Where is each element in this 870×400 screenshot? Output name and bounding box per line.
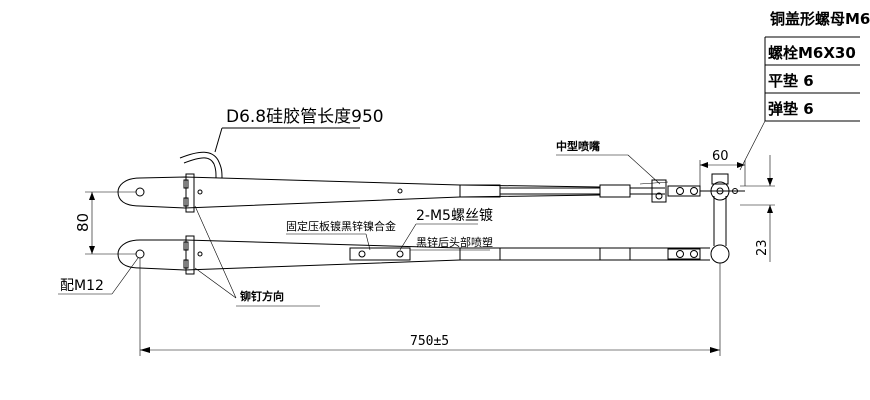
lower-arm-bracket-tab — [183, 259, 189, 269]
arrowhead — [767, 178, 773, 186]
arrowhead — [89, 192, 95, 200]
dimension-offset-h-value: 60 — [712, 149, 729, 164]
lower-arm-pivot-hole — [135, 249, 145, 259]
upper-arm-pivot-hole — [135, 187, 145, 197]
arrowhead — [89, 246, 95, 254]
plate-label: 固定压板镀黑锌镍合金 — [286, 219, 396, 233]
dimension-length: 750±5 — [139, 258, 721, 356]
lower-arm-edge — [140, 239, 710, 249]
fitting-hole — [690, 250, 698, 258]
lower-rod-segment — [599, 247, 631, 261]
lower-pivot-boss — [710, 244, 730, 264]
hose-curve — [179, 151, 223, 179]
screws-leader — [399, 223, 417, 251]
lower-arm-rivet — [197, 251, 203, 257]
nozzle-callout: 中型喷嘴 — [556, 139, 661, 185]
plate-screw — [396, 250, 404, 258]
lower-rod-segment — [459, 247, 501, 261]
upper-wiper-arm — [117, 173, 745, 213]
nozzle-label: 中型喷嘴 — [556, 139, 600, 153]
lower-arm-edge — [139, 259, 710, 271]
dimension-offset-v-value: 23 — [755, 239, 770, 256]
lower-wiper-arm — [117, 196, 730, 275]
nozzle-orifice — [655, 192, 663, 200]
fit-callout: 配M12 — [58, 257, 139, 295]
arrowhead — [700, 162, 708, 168]
dimension-offset-v: 23 — [740, 155, 775, 262]
hose-curve — [183, 157, 217, 179]
dimension-spacing: 80 — [74, 191, 136, 255]
upper-rod-segment — [599, 184, 631, 198]
arrowhead — [737, 162, 745, 168]
parts-table-row: 螺栓M6X30 — [768, 44, 856, 62]
rear-label: 黑锌后头部喷塑 — [416, 235, 493, 249]
upper-arm-rivet — [397, 188, 403, 194]
fit-leader — [111, 257, 139, 295]
plate-callouts: 2-M5螺丝镀 固定压板镀黑锌镍合金 黑锌后头部喷塑 — [286, 207, 493, 251]
nozzle-detail — [639, 181, 669, 185]
dimension-spacing-value: 80 — [74, 213, 92, 232]
upper-arm-bracket-tab — [183, 197, 189, 207]
parts-table-row: 弹垫 6 — [768, 100, 814, 118]
lower-arm-bracket-tab — [183, 241, 189, 251]
table-leader — [739, 120, 766, 171]
plate-screw — [358, 250, 366, 258]
arrowhead — [767, 205, 773, 213]
upper-rod-segment — [459, 184, 501, 198]
fitting-hole — [676, 187, 684, 195]
lower-arm-bracket — [185, 235, 195, 275]
hose-callout: D6.8硅胶管长度950 — [179, 107, 384, 179]
screws-label: 2-M5螺丝镀 — [416, 207, 493, 224]
upper-arm-edge — [139, 176, 601, 188]
dimension-offset-h: 60 — [699, 149, 746, 186]
plate-leader — [365, 233, 371, 251]
lower-end-fitting — [667, 248, 701, 260]
hose-leader — [214, 127, 223, 153]
parts-table-row: 平垫 6 — [768, 72, 814, 90]
rivet-leader — [194, 267, 237, 299]
nozzle-body — [651, 179, 667, 203]
upper-arm-bracket-tab — [183, 179, 189, 189]
rivet-leader — [194, 205, 237, 299]
rivet-label: 铆钉方向 — [240, 289, 284, 303]
fitting-hole — [676, 250, 684, 258]
upper-arm-edge — [139, 194, 601, 209]
fitting-hole — [690, 187, 698, 195]
rivet-callout: 铆钉方向 — [194, 205, 320, 307]
hose-label: D6.8硅胶管长度950 — [226, 107, 384, 127]
parts-table-title: 铜盖形螺母M6 — [770, 10, 870, 28]
upper-arm-bracket — [185, 173, 195, 213]
arrowhead — [140, 347, 150, 353]
upper-arm-rivet — [197, 189, 203, 195]
parts-table: 铜盖形螺母M6 螺栓M6X30 平垫 6 弹垫 6 — [739, 10, 870, 171]
fit-label: 配M12 — [60, 278, 104, 294]
dimension-length-value: 750±5 — [410, 334, 449, 349]
pressure-plate — [349, 247, 411, 261]
nozzle-leader — [627, 154, 661, 185]
arrowhead — [710, 347, 720, 353]
cap-nut — [711, 173, 729, 185]
pivot-pin — [732, 188, 738, 194]
